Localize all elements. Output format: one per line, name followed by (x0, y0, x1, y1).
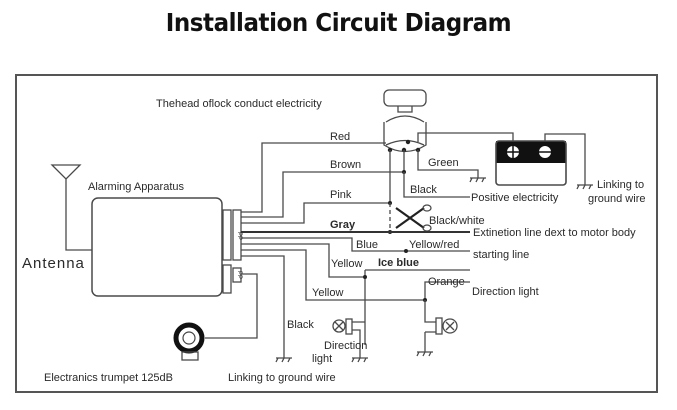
wire-label-yellow-2: Yellow (312, 287, 343, 299)
wire-black-bottom (241, 255, 285, 358)
ground-icon (576, 184, 593, 190)
wire-blue (241, 237, 470, 252)
wire-yellow-2 (241, 249, 365, 301)
wire-label-yellow-1: Yellow (331, 258, 362, 270)
wire-yellow-1 (241, 243, 365, 278)
wire-label-black-bottom: Black (287, 319, 314, 331)
lamp-icon (424, 300, 458, 352)
wire-label-red: Red (330, 131, 350, 143)
starting-label: starting line (473, 249, 529, 261)
wire-label-pink: Pink (330, 189, 352, 201)
extinction-label: Extinetion line dext to motor body (473, 227, 636, 239)
lamp-icon (332, 318, 365, 358)
wire-label-orange: Orange (428, 276, 465, 288)
ground-right-label-1: Linking to (597, 179, 644, 191)
wire-green (417, 150, 479, 178)
wire-label-ice-blue: Ice blue (378, 257, 419, 269)
wire-label-yellow-red: Yellow/red (409, 239, 459, 251)
ground-right-label-2: ground wire (588, 193, 645, 205)
wire-black-top (403, 172, 470, 198)
horn-icon (173, 322, 205, 361)
ground-bottom-label: Linking to ground wire (228, 372, 336, 384)
wire-label-green: Green (428, 157, 459, 169)
ignition-lock-icon (383, 89, 427, 153)
connector-bottom-label: PP (236, 271, 242, 279)
ground-icon (469, 177, 486, 183)
wire-label-black-top: Black (410, 184, 437, 196)
battery-icon (495, 140, 567, 186)
antenna-icon (50, 164, 92, 251)
wire-brown (241, 150, 405, 218)
antenna-label: Antenna (22, 255, 85, 272)
trumpet-label: Electranics trumpet 125dB (44, 372, 173, 384)
lock-label: Thehead oflock conduct electricity (156, 98, 322, 110)
wire-label-brown: Brown (330, 159, 361, 171)
ground-icon (416, 351, 433, 357)
wire-red (241, 142, 386, 213)
wire-label-gray: Gray (330, 219, 356, 231)
diagram-title: Installation Circuit Diagram (165, 8, 512, 37)
wire-label-black-white: Black/white (429, 215, 485, 227)
wire-pink (241, 150, 391, 224)
wire-label-blue: Blue (356, 239, 378, 251)
wire-horn (205, 273, 258, 339)
ground-icon (275, 357, 292, 363)
ground-icon (351, 357, 368, 363)
direction-right-label: Direction light (472, 286, 539, 298)
alarm-unit (91, 197, 242, 297)
scissors-icon (395, 204, 432, 232)
positive-label: Positive electricity (471, 192, 559, 204)
connector-top-label: PP (236, 232, 242, 240)
direction-left-label-2: light (312, 353, 332, 365)
diagram-frame (15, 74, 658, 393)
direction-left-label-1: Direction (324, 340, 367, 352)
alarm-label: Alarming Apparatus (88, 181, 184, 193)
wire-orange (365, 281, 470, 301)
